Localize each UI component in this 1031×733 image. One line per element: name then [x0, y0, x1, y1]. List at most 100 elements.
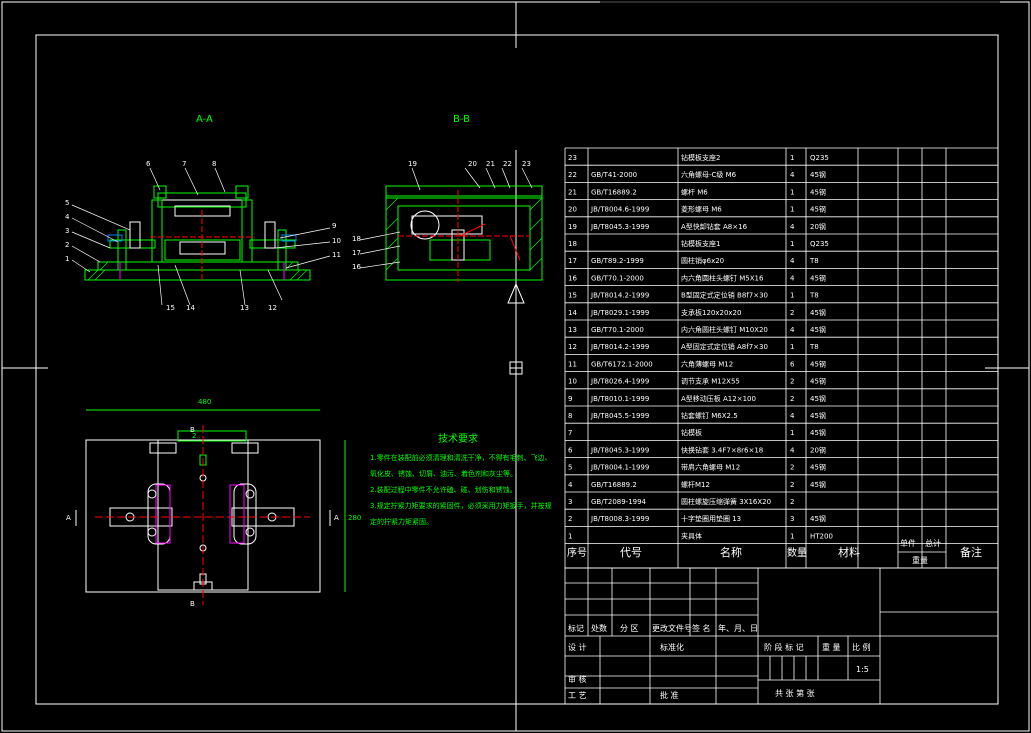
tech-line-3: 2.装配过程中零件不允许磕、碰、划伤和锈蚀。 — [370, 485, 517, 494]
tech-line-5: 定的拧紧力矩紧固。 — [370, 517, 433, 526]
bom-row-code: GB/T2089-1994 — [591, 498, 647, 506]
tech-line-2: 氧化皮、锈蚀、切屑、油污、着色剂和灰尘等。 — [370, 469, 517, 478]
section-aa-label: A-A — [196, 114, 213, 125]
bom-row-name: 圆柱螺旋压缩弹簧 3X16X20 — [681, 497, 771, 506]
bom-row-name: B型固定式定位销 B8f7×30 — [681, 291, 768, 300]
bom-row-name: 钻模板支座2 — [681, 153, 720, 162]
bom-row-no: 5 — [568, 464, 572, 472]
tb-count: 处数 — [591, 623, 607, 633]
bom-row-name: 菱形螺母 M6 — [681, 205, 722, 214]
bom-header-total: 总计 — [925, 538, 941, 548]
bom-row-code: JB/T8004.1-1999 — [590, 464, 649, 472]
section-bb-label: B-B — [453, 114, 470, 125]
bom-row-name: 钻模板支座1 — [681, 239, 720, 248]
bom-row-qty: 4 — [790, 223, 795, 231]
bom-row-qty: 6 — [790, 360, 795, 368]
bom-row-code: GB/T89.2-1999 — [591, 257, 644, 265]
callout-aa-6: 6 — [146, 160, 151, 168]
callout-bb-17: 17 — [352, 249, 361, 257]
bom-row-no: 23 — [568, 154, 577, 162]
bom-row-qty: 1 — [790, 343, 794, 351]
bom-row-no: 21 — [568, 188, 577, 196]
bom-row-code: JB/T8045.5-1999 — [590, 412, 649, 420]
bom-row-no: 18 — [568, 240, 577, 248]
bom-row-code: JB/T8014.2-1999 — [590, 292, 649, 300]
callout-aa-5: 5 — [65, 199, 69, 207]
callout-aa-12: 12 — [268, 304, 277, 312]
bom-row-no: 6 — [568, 446, 573, 454]
bom-row-no: 20 — [568, 206, 577, 214]
bom-row-code: GB/T41-2000 — [591, 171, 637, 179]
bom-row-no: 12 — [568, 343, 577, 351]
callout-aa-15: 15 — [166, 304, 175, 312]
callout-bb-18: 18 — [352, 235, 361, 243]
bom-row-qty: 3 — [790, 515, 794, 523]
bom-row-qty: 1 — [790, 206, 794, 214]
callout-aa-1: 1 — [65, 255, 69, 263]
bom-row-no: 7 — [568, 429, 572, 437]
bom-row-code: GB/T6172.1-2000 — [591, 360, 653, 368]
bom-row-name: A型移动压板 A12×100 — [681, 394, 756, 403]
bom-row-qty: 2 — [790, 498, 794, 506]
bom-row-qty: 4 — [790, 446, 795, 454]
bom-row-name: 螺杆 M6 — [681, 187, 708, 196]
callout-aa-9: 9 — [332, 222, 336, 230]
tech-title: 技术要求 — [438, 432, 478, 445]
bom-row-no: 2 — [568, 515, 572, 523]
bom-header-code: 代号 — [620, 546, 642, 559]
bom-row-qty: 2 — [790, 395, 794, 403]
tb-zone: 分 区 — [620, 624, 639, 633]
bom-row-code: JB/T8026.4-1999 — [590, 378, 649, 386]
bom-row-name: 圆柱销φ6x20 — [681, 256, 724, 265]
top-view: 480 280 2 A A B B — [66, 398, 361, 608]
callout-bb-23: 23 — [522, 160, 531, 168]
arrow-label-left: A — [66, 514, 71, 522]
bom-row-code: JB/T8045.3-1999 — [590, 446, 649, 454]
arrow-label-top: B — [190, 426, 195, 434]
callout-aa-7: 7 — [182, 160, 186, 168]
bom-row-no: 3 — [568, 498, 572, 506]
bom-row-name: 螺杆M12 — [681, 480, 710, 489]
bom-header-mat: 材料 — [838, 545, 860, 559]
bom-row-no: 19 — [568, 223, 577, 231]
bom-row-qty: 1 — [790, 188, 794, 196]
bom-row-name: 六角螺母-C级 M6 — [681, 170, 737, 179]
tech-line-1: 1.零件在装配前必须清理和清洗干净，不得有毛刺、飞边、 — [370, 453, 552, 462]
callout-bb-16: 16 — [352, 263, 361, 271]
bom-row-mat: 20钢 — [810, 222, 826, 231]
bom-row-name: 十字垫圈用垫圈 13 — [681, 514, 741, 523]
callout-aa-10: 10 — [332, 237, 341, 245]
bom-row-code: JB/T8045.3-1999 — [590, 223, 649, 231]
crosshair-cursor[interactable] — [20, 150, 1020, 690]
bom-row-name: 内六角圆柱头螺钉 M5X16 — [681, 273, 764, 282]
bom-row-mat: 45钢 — [810, 205, 826, 214]
tb-doc: 更改文件号 — [652, 623, 692, 633]
bom-row-qty: 2 — [790, 378, 794, 386]
bom-row-code: JB/T8010.1-1999 — [590, 395, 649, 403]
bom-row-no: 4 — [568, 481, 573, 489]
callout-aa-3: 3 — [65, 227, 69, 235]
bom-row-qty: 1 — [790, 532, 794, 540]
bom-row-mat: 45钢 — [810, 187, 826, 196]
bom-row-no: 13 — [568, 326, 577, 334]
bom-row-qty: 4 — [790, 326, 795, 334]
bom-row-mat: T8 — [809, 343, 819, 351]
callout-aa-11: 11 — [332, 251, 341, 259]
bom-row-mat: 20钢 — [810, 445, 826, 454]
tb-sign: 签 名 — [692, 623, 711, 633]
bom-row-no: 8 — [568, 412, 572, 420]
bom-row-mat: 45钢 — [810, 377, 826, 386]
tb-design: 设 计 — [568, 642, 587, 652]
bom-row-mat: Q235 — [810, 154, 829, 162]
bom-row-mat: 45钢 — [810, 359, 826, 368]
tb-scale: 1:5 — [856, 665, 869, 674]
bom-row-qty: 1 — [790, 429, 794, 437]
bom-row-no: 17 — [568, 257, 577, 265]
bom-row-qty: 1 — [790, 154, 794, 162]
bom-row-mat: 45钢 — [810, 428, 826, 437]
callout-bb-19: 19 — [408, 160, 417, 168]
bom-row-mat: Q235 — [810, 240, 829, 248]
bom-row-code: GB/T16889.2 — [591, 188, 637, 196]
bom-row-name: 钻套螺钉 M6X2.5 — [681, 411, 738, 420]
